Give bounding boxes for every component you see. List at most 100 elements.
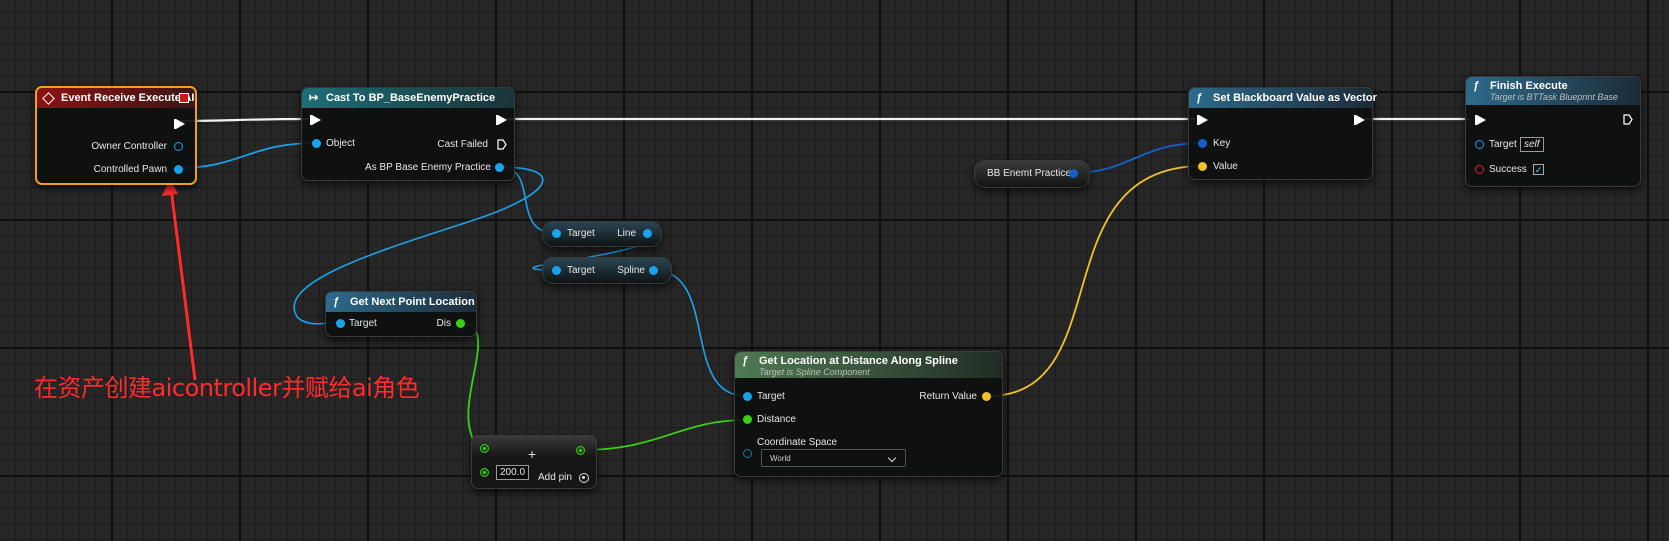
key-label: Key bbox=[1213, 138, 1231, 149]
target-label: Target bbox=[567, 265, 595, 276]
target-pin[interactable] bbox=[552, 266, 561, 275]
coordinate-space-label: Coordinate Space bbox=[757, 437, 838, 448]
plus-icon: + bbox=[528, 446, 537, 462]
bb-enemt-practice-node[interactable]: BB Enemt Practice bbox=[974, 160, 1090, 188]
node-title: Event Receive Execute AI bbox=[61, 92, 195, 104]
vector-wire bbox=[987, 165, 1204, 397]
exec-output-pin[interactable] bbox=[496, 115, 507, 125]
object-pin[interactable] bbox=[312, 139, 321, 148]
cast-to-node[interactable]: ↦ Cast To BP_BaseEnemyPractice Object Ca… bbox=[301, 87, 515, 181]
object-label: Object bbox=[326, 138, 355, 149]
controlled-pawn-pin[interactable] bbox=[174, 165, 183, 174]
cast-failed-exec-pin[interactable] bbox=[497, 139, 507, 150]
float-wire bbox=[581, 419, 747, 451]
return-value-pin[interactable] bbox=[982, 392, 991, 401]
node-header: ƒ Get Location at Distance Along Spline … bbox=[735, 352, 1002, 378]
function-icon: ƒ bbox=[1196, 92, 1203, 104]
target-pin[interactable] bbox=[336, 319, 345, 328]
distance-label: Distance bbox=[757, 414, 796, 425]
event-receive-execute-ai-node[interactable]: Event Receive Execute AI Owner Controlle… bbox=[35, 86, 197, 185]
spline-pin[interactable] bbox=[649, 266, 658, 275]
value-label: Value bbox=[1213, 161, 1238, 172]
object-wire bbox=[177, 142, 317, 169]
as-bp-base-enemy-label: As BP Base Enemy Practice bbox=[365, 162, 491, 173]
node-header: Event Receive Execute AI bbox=[37, 88, 195, 108]
coordinate-space-pin[interactable] bbox=[743, 449, 752, 458]
controlled-pawn-label: Controlled Pawn bbox=[93, 164, 167, 175]
function-icon: ƒ bbox=[333, 296, 340, 308]
node-title: Get Location at Distance Along Spline bbox=[759, 355, 958, 367]
annotation-arrow-line bbox=[169, 187, 197, 381]
target-label: Target bbox=[757, 391, 785, 402]
node-title: Get Next Point Location bbox=[350, 296, 475, 308]
key-pin[interactable] bbox=[1198, 139, 1207, 148]
finish-execute-node[interactable]: ƒ Finish Execute Target is BTTask Bluepr… bbox=[1465, 76, 1641, 187]
node-header: ƒ Get Next Point Location bbox=[326, 292, 476, 312]
dis-label: Dis bbox=[436, 318, 451, 329]
node-title: Set Blackboard Value as Vector bbox=[1213, 92, 1377, 104]
value-pin[interactable] bbox=[1198, 162, 1207, 171]
bb-key-output-pin[interactable] bbox=[1069, 169, 1078, 178]
node-subtitle: Target is Spline Component bbox=[759, 367, 870, 377]
float-wire bbox=[459, 322, 485, 451]
target-pin[interactable] bbox=[1475, 140, 1484, 149]
object-wire bbox=[652, 269, 747, 397]
get-location-at-distance-node[interactable]: ƒ Get Location at Distance Along Spline … bbox=[734, 351, 1003, 477]
exec-input-pin[interactable] bbox=[310, 115, 321, 125]
get-spline-node[interactable]: Target Spline bbox=[542, 257, 672, 284]
line-pin[interactable] bbox=[643, 229, 652, 238]
add-pin-label[interactable]: Add pin bbox=[538, 472, 572, 483]
get-next-point-location-node[interactable]: ƒ Get Next Point Location Target Dis bbox=[325, 291, 477, 337]
event-diamond-icon bbox=[42, 92, 55, 105]
exec-input-pin[interactable] bbox=[1475, 115, 1486, 125]
cast-icon: ↦ bbox=[309, 92, 319, 104]
stop-icon bbox=[179, 93, 189, 103]
cast-failed-label: Cast Failed bbox=[437, 139, 488, 150]
dis-pin[interactable] bbox=[456, 319, 465, 328]
object-wire bbox=[293, 166, 544, 325]
node-header: ƒ Finish Execute Target is BTTask Bluepr… bbox=[1466, 77, 1640, 105]
a-input-pin[interactable] bbox=[480, 444, 489, 453]
owner-controller-label: Owner Controller bbox=[91, 141, 167, 152]
exec-input-pin[interactable] bbox=[1197, 115, 1208, 125]
target-label: Target bbox=[567, 228, 595, 239]
function-icon: ƒ bbox=[742, 355, 749, 367]
success-checkbox[interactable]: ✓ bbox=[1533, 164, 1544, 175]
coordinate-space-dropdown[interactable]: World bbox=[761, 449, 906, 467]
get-line-node[interactable]: Target Line bbox=[542, 221, 662, 247]
b-value-input[interactable]: 200.0 bbox=[496, 465, 530, 480]
return-value-label: Return Value bbox=[919, 391, 977, 402]
function-icon: ƒ bbox=[1473, 80, 1480, 92]
coordinate-space-value: World bbox=[770, 454, 791, 463]
distance-pin[interactable] bbox=[743, 415, 752, 424]
node-title: Finish Execute bbox=[1490, 80, 1568, 92]
target-label: Target bbox=[1489, 139, 1517, 150]
as-bp-base-enemy-pin[interactable] bbox=[495, 163, 504, 172]
node-header: ↦ Cast To BP_BaseEnemyPractice bbox=[302, 88, 514, 108]
success-pin[interactable] bbox=[1475, 165, 1484, 174]
exec-wire bbox=[179, 117, 310, 123]
annotation-text: 在资产创建aicontroller并赋给ai角色 bbox=[34, 374, 420, 402]
b-input-pin[interactable] bbox=[480, 468, 489, 477]
exec-output-pin[interactable] bbox=[174, 119, 185, 129]
annotation-arrow-head bbox=[162, 178, 178, 196]
add-pin-icon[interactable] bbox=[579, 473, 589, 483]
name-wire bbox=[1071, 142, 1203, 174]
target-label: Target bbox=[349, 318, 377, 329]
exec-output-pin[interactable] bbox=[1623, 114, 1633, 125]
node-subtitle: Target is BTTask Blueprint Base bbox=[1490, 92, 1618, 102]
target-pin[interactable] bbox=[743, 392, 752, 401]
target-pin[interactable] bbox=[552, 229, 561, 238]
bb-enemt-practice-label: BB Enemt Practice bbox=[987, 168, 1071, 179]
spline-label: Spline bbox=[617, 265, 645, 276]
line-label: Line bbox=[617, 228, 636, 239]
owner-controller-pin[interactable] bbox=[174, 142, 183, 151]
target-value[interactable]: self bbox=[1520, 137, 1544, 152]
success-label: Success bbox=[1489, 164, 1527, 175]
add-operator-node[interactable]: 200.0 + Add pin bbox=[471, 435, 597, 489]
set-blackboard-value-as-vector-node[interactable]: ƒ Set Blackboard Value as Vector Key Val… bbox=[1188, 87, 1377, 180]
node-title: Cast To BP_BaseEnemyPractice bbox=[326, 92, 496, 104]
result-output-pin[interactable] bbox=[576, 446, 585, 455]
chevron-down-icon bbox=[887, 453, 897, 463]
exec-output-pin[interactable] bbox=[1354, 115, 1365, 125]
